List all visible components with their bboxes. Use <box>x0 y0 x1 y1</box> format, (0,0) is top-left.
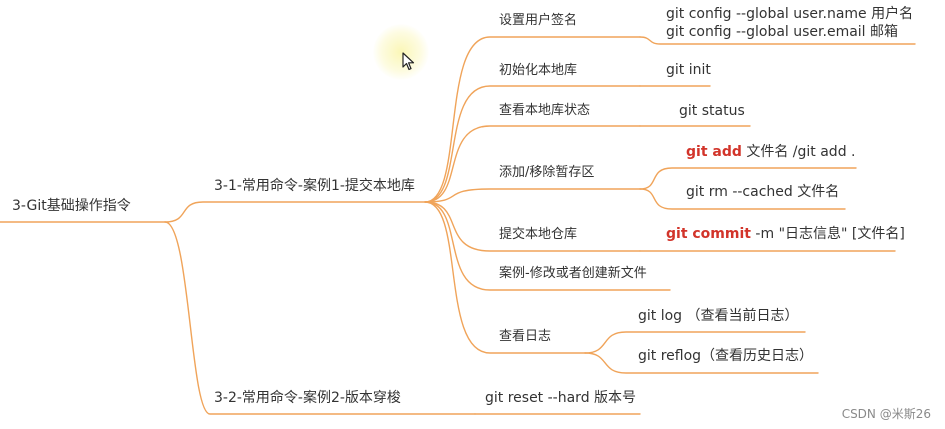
branch-version-travel[interactable]: 3-2-常用命令-案例2-版本穿梭 <box>214 390 401 406</box>
branch-commit-local[interactable]: 3-1-常用命令-案例1-提交本地库 <box>214 178 415 194</box>
leaf-git-reflog <box>584 352 819 374</box>
link-init <box>424 85 641 203</box>
cmd-git-status[interactable]: git status <box>679 103 745 119</box>
watermark: CSDN @米斯26 <box>841 407 931 421</box>
node-case-modify-file[interactable]: 案例-修改或者创建新文件 <box>499 266 647 281</box>
cmd-git-commit[interactable]: git commit -m "日志信息" [文件名] <box>666 226 905 242</box>
git-commit-args: -m "日志信息" [文件名] <box>750 226 905 242</box>
node-init-repo[interactable]: 初始化本地库 <box>499 63 578 78</box>
keyword-git-commit: git commit <box>666 226 751 242</box>
link-case-modify <box>424 201 671 291</box>
cmd-git-reset-hard[interactable]: git reset --hard 版本号 <box>485 390 637 406</box>
node-add-remove-stage[interactable]: 添加/移除暂存区 <box>499 165 595 180</box>
node-commit-local[interactable]: 提交本地仓库 <box>499 227 578 242</box>
cmd-git-add[interactable]: git add 文件名 /git add . <box>686 144 855 160</box>
link-root-branch2 <box>164 221 476 415</box>
cmd-config-user-email[interactable]: git config --global user.email 邮箱 <box>666 24 899 40</box>
cmd-git-log[interactable]: git log （查看当前日志） <box>638 308 799 324</box>
node-set-user-signature[interactable]: 设置用户签名 <box>499 13 578 28</box>
leaf-set-user <box>639 36 916 45</box>
leaf-git-log <box>584 331 806 354</box>
root-node[interactable]: 3-Git基础操作指令 <box>12 198 131 214</box>
link-root-branch1 <box>164 201 426 223</box>
node-view-log[interactable]: 查看日志 <box>499 329 552 344</box>
link-view-log <box>424 201 586 354</box>
cmd-git-init[interactable]: git init <box>666 62 711 78</box>
link-add-remove <box>424 188 641 203</box>
cursor-highlight <box>373 24 429 80</box>
leaf-git-rm <box>639 188 846 210</box>
leaf-git-add <box>639 167 857 190</box>
keyword-git-add: git add <box>686 144 742 160</box>
mouse-pointer-icon <box>402 52 415 71</box>
node-repo-status[interactable]: 查看本地库状态 <box>499 103 591 118</box>
git-add-args: 文件名 /git add . <box>741 144 856 160</box>
cmd-git-reflog[interactable]: git reflog（查看历史日志） <box>638 348 814 364</box>
cmd-config-user-name[interactable]: git config --global user.name 用户名 <box>666 6 914 22</box>
link-status <box>424 125 641 203</box>
cmd-git-rm-cached[interactable]: git rm --cached 文件名 <box>686 184 840 200</box>
link-set-user <box>424 36 641 203</box>
link-commit <box>424 201 641 252</box>
